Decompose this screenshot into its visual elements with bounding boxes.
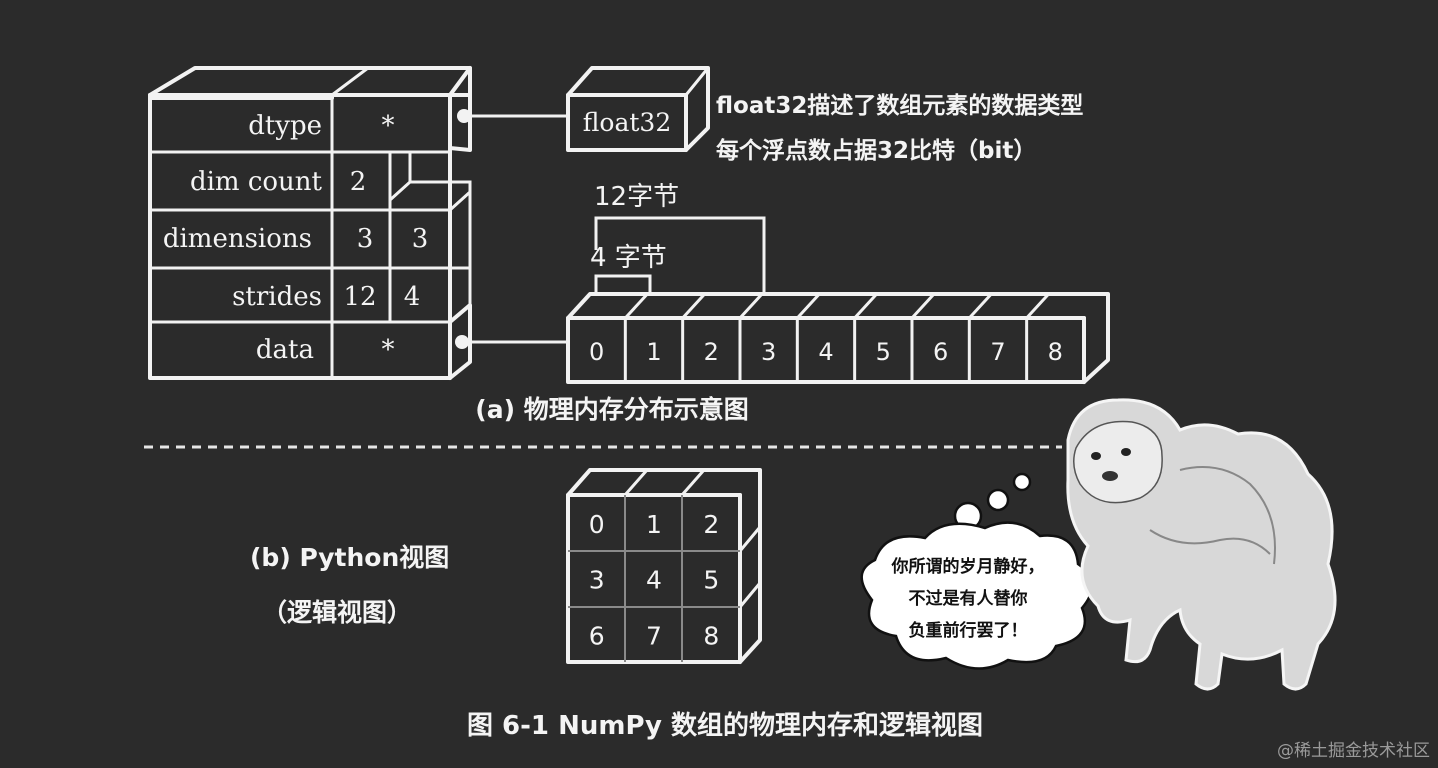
chow-chow-dog-illustration bbox=[1066, 398, 1337, 691]
speech-line-2: 不过是有人替你 bbox=[909, 588, 1028, 609]
memory-cell-top-divider bbox=[681, 292, 706, 320]
watermark: @稀土掘金技术社区 bbox=[1277, 741, 1430, 761]
grid-front bbox=[566, 493, 742, 664]
row-label-data: data bbox=[256, 335, 314, 365]
memory-cell-value: 2 bbox=[704, 338, 719, 366]
memory-cell-value: 5 bbox=[876, 338, 891, 366]
data-pointer-value: * bbox=[382, 335, 395, 365]
memory-cell-top-divider bbox=[738, 292, 764, 320]
grid-cell-value: 8 bbox=[703, 621, 719, 650]
dim-count-value: 2 bbox=[350, 167, 367, 197]
struct-top-face bbox=[148, 66, 472, 97]
memory-cell-top-divider bbox=[1025, 292, 1050, 320]
caption-physical-memory: (a) 物理内存分布示意图 bbox=[475, 395, 748, 424]
row-label-dim-count: dim count bbox=[190, 167, 323, 197]
struct-lower-side bbox=[448, 303, 472, 380]
logical-view-grid: 0 1 2 3 4 5 6 7 8 bbox=[566, 468, 762, 664]
grid-cell-value: 4 bbox=[646, 566, 662, 595]
memory-cell-top-divider bbox=[853, 292, 878, 320]
pointer-connectors bbox=[455, 109, 568, 349]
thought-bubble: 你所谓的岁月静好， 不过是有人替你 负重前行罢了！ bbox=[860, 472, 1094, 670]
grid-cell-value: 7 bbox=[646, 621, 662, 650]
speech-cloud bbox=[860, 521, 1094, 670]
item-stride-bracket bbox=[594, 274, 652, 296]
grid-cell-value: 2 bbox=[703, 510, 719, 539]
dtype-box: float32 bbox=[566, 66, 710, 152]
row-label-dimensions: dimensions bbox=[163, 224, 312, 254]
memory-cell-top-divider bbox=[624, 292, 649, 320]
array-struct-table: dtype dim count dimensions strides data … bbox=[148, 66, 472, 380]
dimension-value-0: 3 bbox=[357, 224, 374, 254]
struct-side-face bbox=[448, 66, 472, 152]
caption-logical-view: （逻辑视图） bbox=[262, 598, 412, 627]
stride-value-0: 12 bbox=[343, 282, 376, 312]
memory-cell-top-divider bbox=[968, 292, 993, 320]
memory-cell-value: 7 bbox=[990, 338, 1005, 366]
row-label-strides: strides bbox=[232, 282, 322, 312]
grid-cell-value: 6 bbox=[589, 621, 605, 650]
dtype-pointer-value: * bbox=[382, 111, 395, 141]
item-stride-label: 4 字节 bbox=[590, 243, 667, 273]
memory-cell-value: 4 bbox=[818, 338, 833, 366]
figure-title: 图 6-1 NumPy 数组的物理内存和逻辑视图 bbox=[467, 710, 983, 741]
caption-python-view: (b) Python视图 bbox=[250, 543, 449, 572]
row-stride-label: 12字节 bbox=[594, 182, 679, 212]
memory-cell-value: 8 bbox=[1048, 338, 1063, 366]
memory-cell-top-divider bbox=[796, 292, 821, 320]
memory-cell-value: 3 bbox=[761, 338, 776, 366]
memory-strip: 0 1 2 3 4 5 6 7 8 bbox=[566, 292, 1110, 384]
memory-cell-value: 0 bbox=[589, 338, 604, 366]
speech-line-3: 负重前行罢了！ bbox=[909, 620, 1028, 641]
row-stride-bracket bbox=[594, 216, 766, 292]
speech-line-1: 你所谓的岁月静好， bbox=[891, 556, 1045, 577]
memory-cell-top-divider bbox=[910, 292, 936, 320]
memory-strip-front bbox=[566, 316, 1086, 384]
grid-cell-value: 1 bbox=[646, 510, 662, 539]
memory-cell-value: 6 bbox=[933, 338, 948, 366]
row-label-dtype: dtype bbox=[248, 111, 322, 141]
stride-value-1: 4 bbox=[404, 282, 421, 312]
dtype-note-line-1: float32描述了数组元素的数据类型 bbox=[716, 92, 1083, 119]
stride-brackets: 12字节 4 字节 bbox=[590, 182, 766, 296]
struct-front bbox=[148, 93, 452, 380]
grid-cell-value: 0 bbox=[589, 510, 605, 539]
dimension-value-1: 3 bbox=[412, 224, 429, 254]
memory-cell-value: 1 bbox=[646, 338, 661, 366]
thought-dot-small bbox=[1012, 472, 1032, 492]
grid-cell-value: 3 bbox=[589, 566, 605, 595]
dtype-box-label: float32 bbox=[583, 108, 672, 137]
dtype-note-line-2: 每个浮点数占据32比特（bit） bbox=[716, 137, 1036, 164]
thought-dot-medium bbox=[986, 488, 1010, 512]
grid-cell-value: 5 bbox=[703, 566, 719, 595]
